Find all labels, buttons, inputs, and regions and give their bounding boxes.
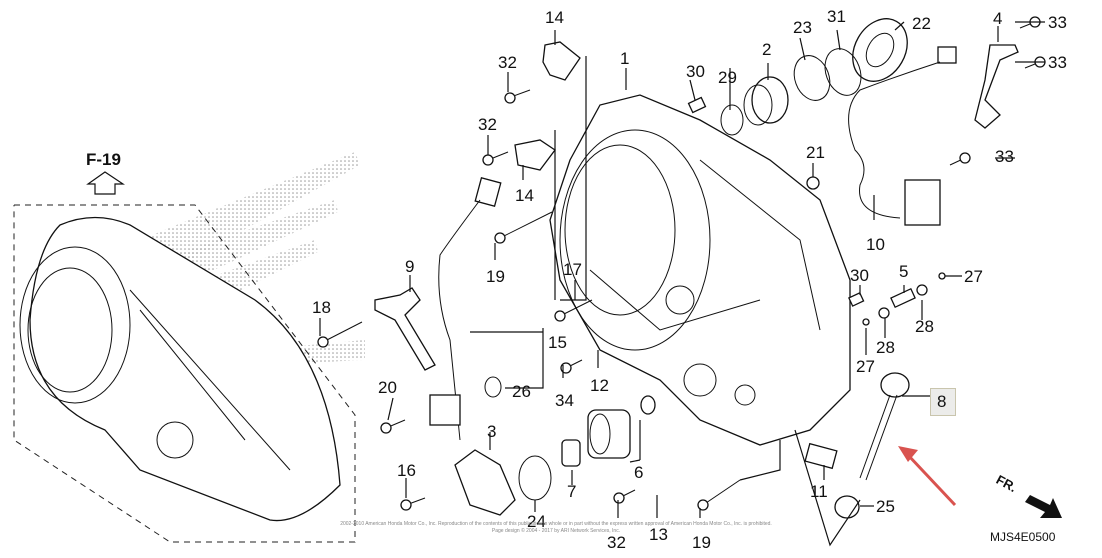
diagram-code: MJS4E0500 <box>990 530 1056 544</box>
callout-19-left[interactable]: 19 <box>486 267 505 286</box>
o-ring-24 <box>518 455 552 501</box>
seal-6b <box>640 395 656 415</box>
callout-13[interactable]: 13 <box>649 525 668 544</box>
bracket-9 <box>374 287 436 371</box>
callout-27-lower[interactable]: 27 <box>856 357 875 376</box>
callout-3[interactable]: 3 <box>487 422 496 441</box>
bracket-4 <box>974 44 1019 129</box>
callout-31[interactable]: 31 <box>827 7 846 26</box>
reference-page-label[interactable]: F-19 <box>86 150 121 169</box>
callout-33-second[interactable]: 33 <box>1048 53 1067 72</box>
leader-lines <box>319 21 1045 547</box>
callout-8-highlighted[interactable]: 8 <box>930 388 956 416</box>
callout-32-top[interactable]: 32 <box>498 53 517 72</box>
callout-32-bottom[interactable]: 32 <box>607 533 626 552</box>
callout-17[interactable]: 17 <box>563 260 582 279</box>
spring-7 <box>561 439 581 467</box>
callout-22[interactable]: 22 <box>912 14 931 33</box>
callout-25[interactable]: 25 <box>876 497 895 516</box>
callout-12[interactable]: 12 <box>590 376 609 395</box>
bracket-14-lower <box>514 139 556 171</box>
cover-group-outline <box>13 204 356 543</box>
callout-9[interactable]: 9 <box>405 257 414 276</box>
copyright-notice: 2002-2010 American Honda Motor Co., Inc.… <box>296 521 816 535</box>
callout-21[interactable]: 21 <box>806 143 825 162</box>
filter-cover-3 <box>454 449 516 516</box>
callout-18[interactable]: 18 <box>312 298 331 317</box>
washer-28b <box>916 284 928 296</box>
plate-11 <box>804 442 838 470</box>
callout-10[interactable]: 10 <box>866 235 885 254</box>
o-ring-29 <box>720 104 744 136</box>
callout-20[interactable]: 20 <box>378 378 397 397</box>
o-ring-26 <box>484 376 502 398</box>
callout-7[interactable]: 7 <box>567 482 576 501</box>
bearing-part <box>852 18 908 82</box>
callout-15[interactable]: 15 <box>548 333 567 352</box>
up-arrow-outline-icon <box>86 171 125 195</box>
washer-28a <box>878 307 890 319</box>
callout-32-mid[interactable]: 32 <box>478 115 497 134</box>
callout-29[interactable]: 29 <box>718 68 737 87</box>
callout-33-third[interactable]: 33 <box>995 147 1014 166</box>
callout-28-right[interactable]: 28 <box>915 317 934 336</box>
callout-33-top[interactable]: 33 <box>1048 13 1067 32</box>
callout-28-lower[interactable]: 28 <box>876 338 895 357</box>
callout-26[interactable]: 26 <box>512 382 531 401</box>
snap-ring-31 <box>824 48 862 96</box>
dowel-30-right <box>848 291 865 307</box>
callout-5[interactable]: 5 <box>899 262 908 281</box>
dipstick-8 <box>859 372 910 481</box>
washer-27a <box>862 318 870 326</box>
crankcase-cover-part <box>549 94 851 446</box>
arrow-right-down-icon <box>1025 495 1062 518</box>
callout-30-top[interactable]: 30 <box>686 62 705 81</box>
washer-21 <box>806 176 820 190</box>
dowel-30-top <box>687 96 707 114</box>
bracket-14-top <box>542 41 581 81</box>
callout-14-top[interactable]: 14 <box>545 8 564 27</box>
pointer-arrow-icon <box>898 446 957 507</box>
sensor-harness-10 <box>848 46 957 226</box>
callout-8[interactable]: 8 <box>937 392 947 411</box>
o-ring-25 <box>834 495 860 519</box>
washer-27b <box>938 272 946 280</box>
plug-2 <box>743 76 789 126</box>
callout-30-right[interactable]: 30 <box>850 266 869 285</box>
callout-labels: 1 2 3 4 5 6 7 9 10 11 12 13 14 14 15 16 … <box>312 7 1067 552</box>
copyright-line-1: 2002-2010 American Honda Motor Co., Inc.… <box>340 521 772 527</box>
callout-1[interactable]: 1 <box>620 49 629 68</box>
oil-filter-6 <box>587 409 631 459</box>
callout-2[interactable]: 2 <box>762 40 771 59</box>
callout-24[interactable]: 24 <box>527 512 546 531</box>
o-ring-23 <box>793 55 831 101</box>
callout-27-right[interactable]: 27 <box>964 267 983 286</box>
sensor-harness-15 <box>429 177 502 441</box>
left-cover-part <box>19 216 341 522</box>
callout-4[interactable]: 4 <box>993 9 1002 28</box>
callout-19-bottom[interactable]: 19 <box>692 533 711 552</box>
callout-11[interactable]: 11 <box>810 482 828 501</box>
callout-34[interactable]: 34 <box>555 391 574 410</box>
pin-5 <box>890 287 916 309</box>
callout-6[interactable]: 6 <box>634 463 643 482</box>
callout-14-lower[interactable]: 14 <box>515 186 534 205</box>
callout-16[interactable]: 16 <box>397 461 416 480</box>
callout-23[interactable]: 23 <box>793 18 812 37</box>
copyright-line-2: Page design © 2004 - 2017 by ARI Network… <box>491 528 621 534</box>
